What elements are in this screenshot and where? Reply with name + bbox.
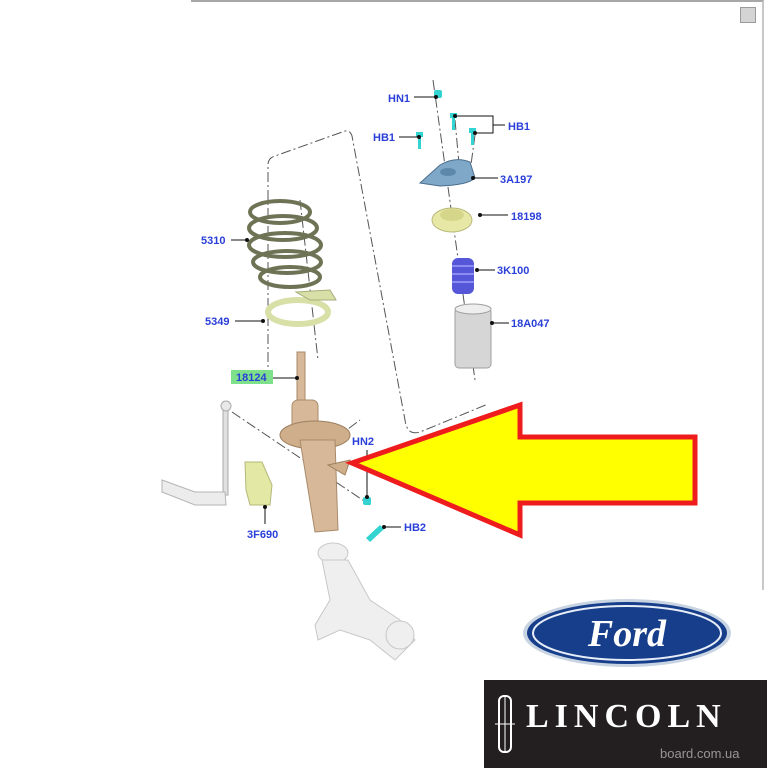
callout-hb1-left: HB1 (373, 132, 395, 144)
callout-18124: 18124 (236, 372, 267, 384)
dust-boot-part (454, 303, 492, 369)
ford-logo-panel: Ford (484, 590, 767, 680)
bracket-part (244, 461, 273, 506)
callout-18a047: 18A047 (511, 318, 550, 330)
bolt-hb1-icon (469, 128, 476, 145)
callout-3a197: 3A197 (500, 174, 532, 186)
coil-spring-part (247, 199, 323, 289)
corner-button[interactable] (740, 7, 756, 23)
watermark: board.com.ua (660, 746, 740, 761)
pointer-arrow (345, 401, 698, 539)
highlight-18124 (231, 370, 273, 384)
callout-hn2: HN2 (352, 436, 374, 448)
callout-5310: 5310 (201, 235, 225, 247)
spring-seat-part (265, 289, 337, 327)
callout-hb2: HB2 (404, 522, 426, 534)
stabilizer-link-part (161, 400, 232, 506)
bump-stop-part (452, 258, 474, 294)
callout-5349: 5349 (205, 316, 229, 328)
callout-3f690: 3F690 (247, 529, 278, 541)
callout-hb1-right: HB1 (508, 121, 530, 133)
lincoln-wordmark: LINCOLN (526, 698, 727, 735)
bolt-hb1-icon (416, 132, 423, 149)
nut-hn2-icon (363, 497, 371, 505)
steering-knuckle-part (314, 542, 416, 661)
diagram-frame (191, 0, 764, 590)
callout-18198: 18198 (511, 211, 542, 223)
bolt-hb2-icon (366, 525, 384, 542)
top-mount-part (418, 159, 476, 187)
lincoln-logo-panel (484, 680, 767, 768)
callout-3k100: 3K100 (497, 265, 529, 277)
strut-part (279, 351, 351, 533)
lincoln-star-icon (495, 695, 515, 753)
callout-hn1: HN1 (388, 93, 410, 105)
ford-logo: Ford (523, 599, 731, 667)
bearing-part (431, 207, 473, 233)
ford-wordmark: Ford (587, 613, 667, 655)
